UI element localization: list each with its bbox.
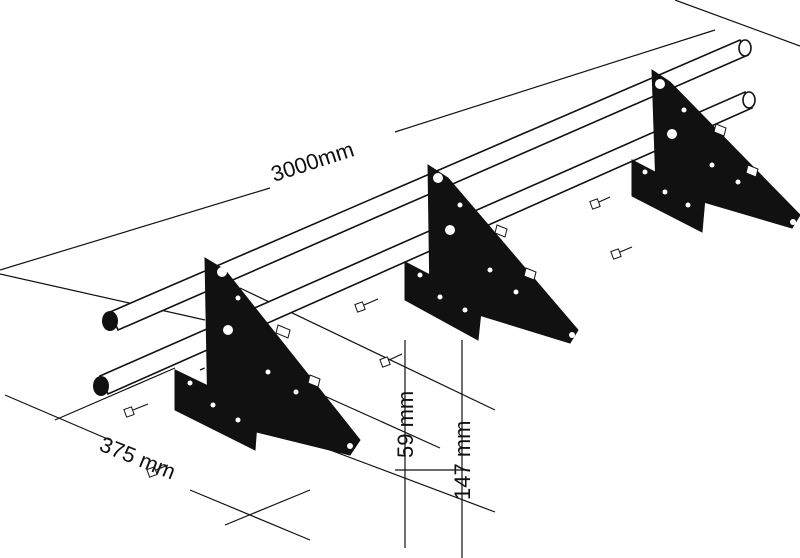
nut-icon (523, 267, 537, 281)
bracket-left-hole (293, 389, 299, 395)
bracket-left-hole (265, 369, 271, 375)
depth-dimension-label: 375 mm (96, 431, 179, 484)
bracket-middle-hole (487, 267, 493, 273)
bracket-right-hole (709, 162, 715, 168)
bracket-middle-hole-pipe-bottom (445, 225, 455, 235)
clamp-plate-middle-hole (417, 272, 423, 278)
bolt-icon (354, 298, 379, 313)
bolt-icon (146, 464, 169, 478)
bracket-right-hole-pipe-top (655, 79, 665, 89)
bracket-left-hole (235, 295, 241, 301)
bracket-middle (404, 164, 579, 344)
clamp-plate-left-hole (210, 402, 216, 408)
upper-pipe-end-left (102, 311, 118, 331)
upper-pipe-end-right (738, 39, 752, 57)
bracket-left-hole-pipe-bottom (223, 325, 233, 335)
bracket-right-plate (651, 69, 800, 229)
bracket-right-hole (681, 107, 687, 113)
clamp-plate-right (631, 159, 706, 233)
clamp-plate-right-hole (642, 169, 648, 175)
length-dim-line-left (0, 187, 271, 271)
length-dimension-label: 3000mm (268, 137, 357, 187)
loose-bolts (123, 196, 633, 478)
lower-pipe-end-right (742, 91, 756, 109)
clamp-plate-middle-hole (462, 307, 468, 313)
bolt-icon (589, 196, 611, 210)
lower-pipe-end-left (93, 376, 109, 396)
depth-ext-line-top (54, 367, 176, 421)
nut-icon (745, 164, 759, 178)
clamp-plate-middle (404, 261, 483, 341)
clamp-plate-middle-hole (437, 294, 443, 300)
nut-icon (275, 324, 291, 339)
bracket-left (174, 257, 361, 456)
bolt-icon (610, 246, 633, 260)
height-large-dimension-label: 147 mm (450, 421, 475, 500)
bracket-left-hole-pipe-top (217, 267, 227, 277)
bracket-right-hole-foot (790, 219, 796, 225)
bracket-middle-hole-pipe-top (433, 173, 443, 183)
length-ext-line-right (674, 0, 800, 47)
length-dim-line-right (394, 29, 716, 133)
bracket-right (631, 69, 800, 233)
length-ext-line-left (0, 273, 206, 321)
height-ext-line-bottom (329, 449, 496, 513)
clamp-plate-left (174, 369, 259, 451)
bracket-middle-hole-foot (569, 332, 575, 338)
nut-icon (307, 374, 321, 388)
clamp-plate-right-hole (685, 202, 691, 208)
bolt-path (199, 354, 236, 371)
bolt-icon (123, 403, 149, 418)
bolt-path (254, 381, 311, 401)
bolt-icon (379, 353, 403, 368)
bracket-middle-hole (457, 202, 463, 208)
height-small-dimension-label: 59 mm (393, 391, 418, 458)
bracket-left-hole-foot (347, 443, 353, 449)
bracket-middle-hole (513, 289, 519, 295)
bracket-right-hole-pipe-bottom (667, 129, 677, 139)
bolt-path (477, 271, 531, 291)
clamp-plate-left-hole (235, 417, 241, 423)
depth-ext-line-bottom (224, 489, 311, 526)
bracket-right-hole (735, 179, 741, 185)
clamp-plate-left-hole (187, 380, 193, 386)
nut-icon (713, 123, 727, 137)
clamp-plate-right-hole (662, 189, 668, 195)
depth-dim-line-left (4, 394, 111, 441)
nut-icon (494, 224, 508, 238)
